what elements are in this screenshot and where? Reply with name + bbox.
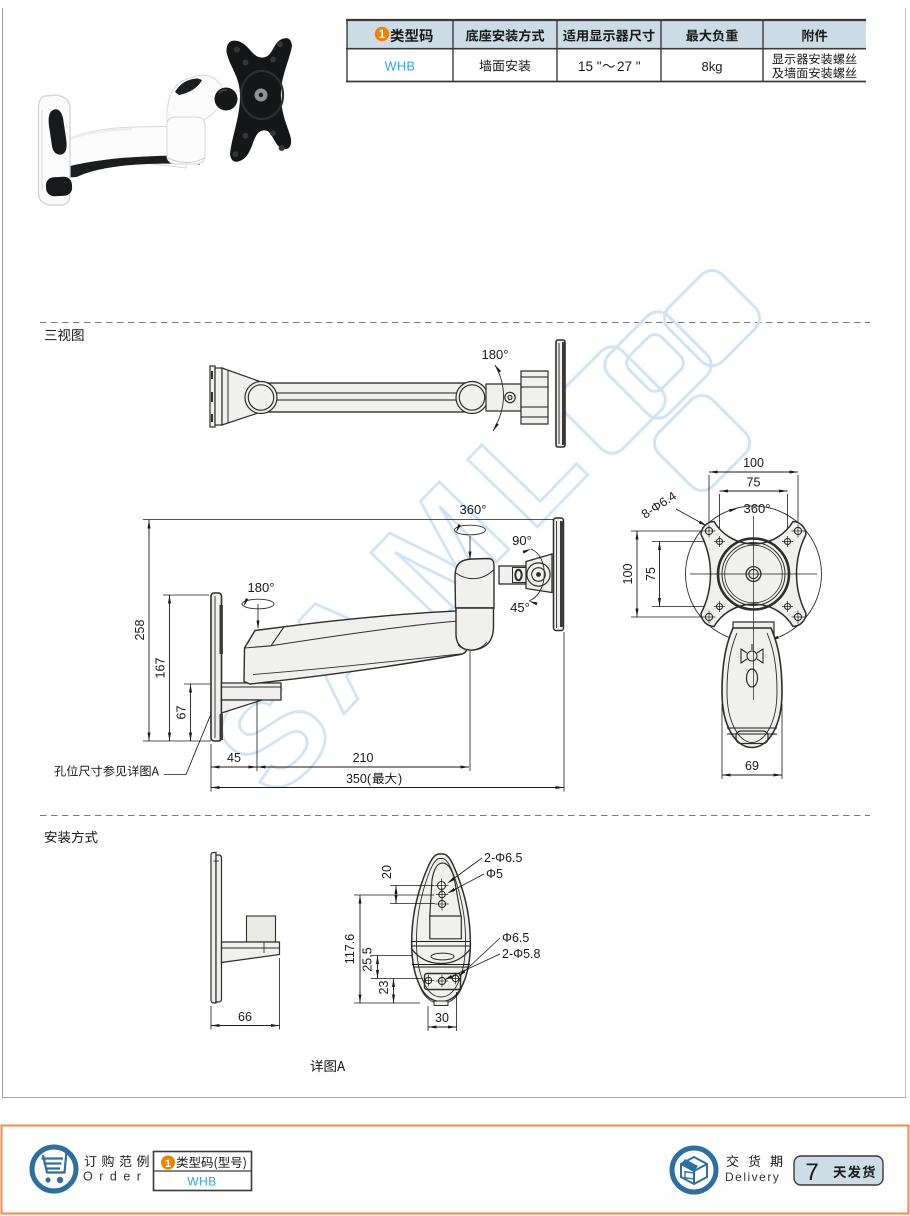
svg-text:75: 75	[644, 567, 658, 581]
svg-text:30: 30	[435, 1011, 449, 1025]
svg-text:8-Φ6.4: 8-Φ6.4	[639, 489, 679, 522]
svg-text:2-Φ6.5: 2-Φ6.5	[484, 851, 523, 865]
svg-text:258: 258	[133, 620, 147, 641]
svg-text:Delivery: Delivery	[725, 1170, 780, 1184]
svg-text:67: 67	[175, 706, 189, 720]
svg-text:167: 167	[154, 658, 168, 679]
svg-text:117.6: 117.6	[343, 934, 357, 964]
svg-text:210: 210	[353, 751, 374, 765]
svg-text:WHB: WHB	[385, 60, 416, 74]
svg-text:23: 23	[377, 981, 391, 995]
svg-text:25.5: 25.5	[361, 947, 375, 971]
svg-text:WHB: WHB	[187, 1175, 217, 1189]
svg-text:360°: 360°	[744, 501, 771, 516]
svg-text:69: 69	[745, 759, 759, 773]
svg-text:45: 45	[227, 751, 241, 765]
svg-text:180°: 180°	[248, 580, 275, 595]
svg-text:100: 100	[743, 456, 764, 470]
svg-text:Φ5: Φ5	[486, 867, 503, 881]
svg-text:45°: 45°	[510, 600, 530, 615]
svg-text:75: 75	[747, 476, 761, 490]
svg-text:Order: Order	[83, 1170, 147, 1184]
svg-text:20: 20	[380, 865, 394, 879]
svg-text:15 ": 15 "	[578, 59, 602, 74]
svg-text:100: 100	[621, 564, 635, 585]
svg-text:350(: 350(	[346, 772, 372, 786]
svg-text:1: 1	[379, 29, 386, 41]
svg-text:66: 66	[238, 1010, 252, 1024]
svg-text:1: 1	[165, 1158, 171, 1170]
svg-text:90°: 90°	[512, 533, 532, 548]
svg-text:8kg: 8kg	[702, 59, 723, 74]
svg-text:2-Φ5.8: 2-Φ5.8	[502, 947, 541, 961]
svg-text:): )	[398, 772, 402, 786]
svg-text:Φ6.5: Φ6.5	[502, 931, 529, 945]
svg-text:180°: 180°	[482, 347, 509, 362]
svg-text:27 ": 27 "	[617, 59, 641, 74]
svg-text:360°: 360°	[460, 502, 487, 517]
svg-text:7: 7	[805, 1159, 818, 1186]
